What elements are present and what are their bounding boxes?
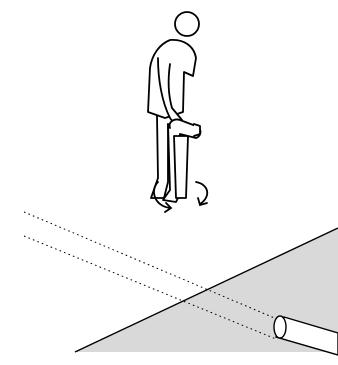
- person-back-leg: [150, 115, 169, 199]
- pipe-locator-wand-icon: [168, 118, 202, 199]
- rotation-arrow-left: [153, 181, 171, 209]
- ground-edge: [74, 227, 338, 353]
- pipe-icon: [273, 315, 338, 356]
- pipe-end-opening: [273, 315, 287, 339]
- person-icon: [147, 11, 200, 203]
- rotation-arrow-right-head: [197, 197, 208, 207]
- rotation-arrow-left-head: [164, 202, 173, 213]
- rotation-arrow-right: [195, 181, 209, 205]
- pipe-path-upper-dotted: [23, 211, 285, 323]
- pipe-path-lower-dotted: [23, 235, 277, 340]
- pipe-path-dotted-lines: [23, 211, 285, 340]
- person-head: [174, 11, 200, 37]
- rotation-arrow-icon: [153, 181, 209, 213]
- wand-shaft: [173, 135, 189, 199]
- wand-grip-knob: [193, 123, 201, 137]
